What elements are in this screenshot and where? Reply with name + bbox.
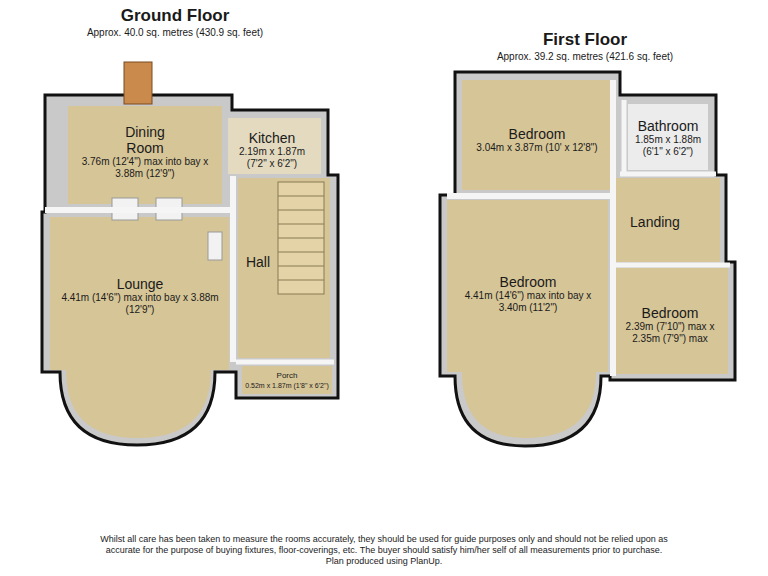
room: Kitchen2.19m x 1.87m (7'2" x 6'2") [227,130,317,170]
door [124,62,152,104]
first-floor-walls [440,72,735,446]
room-name: Dining Room [115,124,175,156]
interior-wall [230,176,236,362]
room: Dining Room3.76m (12'4") max into bay x … [70,124,220,180]
interior-wall [45,207,232,213]
first-floor-drawing [440,72,735,446]
stairs [278,182,324,294]
room: Porch0.52m x 1.87m (1'8" x 6'2") [243,371,331,390]
landing-floor [616,178,720,262]
bedroom-floor [616,268,728,374]
hall-floor [238,178,330,358]
interior-wall [236,360,334,365]
room: Bedroom4.41m (14'6") max into bay x 3.40… [450,274,606,314]
disclaimer-text: Whilst all care has been taken to measur… [94,534,674,556]
room-dimensions: 2.39m (7'10") max x 2.35m (7'9") max [620,321,720,345]
room-dimensions: 3.76m (12'4") max into bay x 3.88m (12'9… [70,156,220,180]
room: Bathroom1.85m x 1.88m (6'1" x 6'2") [629,118,707,158]
room: Hall [238,254,278,270]
disclaimer: Whilst all care has been taken to measur… [94,534,674,567]
room-dimensions: 2.19m x 1.87m (7'2" x 6'2") [231,146,313,170]
interior-wall [613,263,730,268]
interior-wall [622,100,627,174]
room-name: Bathroom [629,118,707,134]
room-dimensions: 1.85m x 1.88m (6'1" x 6'2") [631,134,705,158]
interior-wall [447,193,613,199]
room: Bedroom3.04m x 3.87m (10' x 12'8") [464,126,610,154]
room: Bedroom2.39m (7'10") max x 2.35m (7'9") … [616,305,724,345]
lounge-floor [50,217,229,438]
floor-heading: Ground Floor [20,6,330,26]
floor-area: Approx. 39.2 sq. metres (421.6 sq. feet) [430,50,740,63]
ground-floor-walls [42,95,338,445]
floor-heading: First Floor [430,30,740,50]
dining-floor [68,106,222,204]
room-name: Bedroom [450,274,606,290]
room-name: Bedroom [616,305,724,321]
ground-floor-drawing [42,62,338,445]
bedroom-floor [462,80,612,190]
room-name: Lounge [80,276,200,292]
floor-outline: Ground FloorApprox. 40.0 sq. metres (430… [20,6,330,456]
bathroom-floor [628,104,708,170]
credit-note: Plan produced using PlanUp. [94,556,674,567]
bedroom-floor [447,200,608,438]
floor-area: Approx. 40.0 sq. metres (430.9 sq. feet) [20,26,330,39]
interior-wall [610,80,616,376]
room-dimensions: 4.41m (14'6") max into bay x 3.40m (11'2… [450,290,606,314]
room-name: Bedroom [464,126,610,142]
room: Lounge4.41m (14'6") max into bay x 3.88m… [54,276,226,316]
room-name: Landing [622,214,688,230]
room-dimensions: 4.41m (14'6") max into bay x 3.88m (12'9… [54,292,226,316]
room-dimensions: 3.04m x 3.87m (10' x 12'8") [464,142,610,154]
kitchen-floor [228,118,321,174]
porch-floor [242,366,332,394]
floor-outline: First FloorApprox. 39.2 sq. metres (421.… [430,30,740,450]
room-dimensions: 0.52m x 1.87m (1'8" x 6'2") [243,381,331,390]
room: Landing [622,214,688,230]
room-name: Kitchen [227,130,317,146]
room-name: Porch [243,371,331,381]
room-name: Hall [238,254,278,270]
interior-wall [620,172,716,177]
